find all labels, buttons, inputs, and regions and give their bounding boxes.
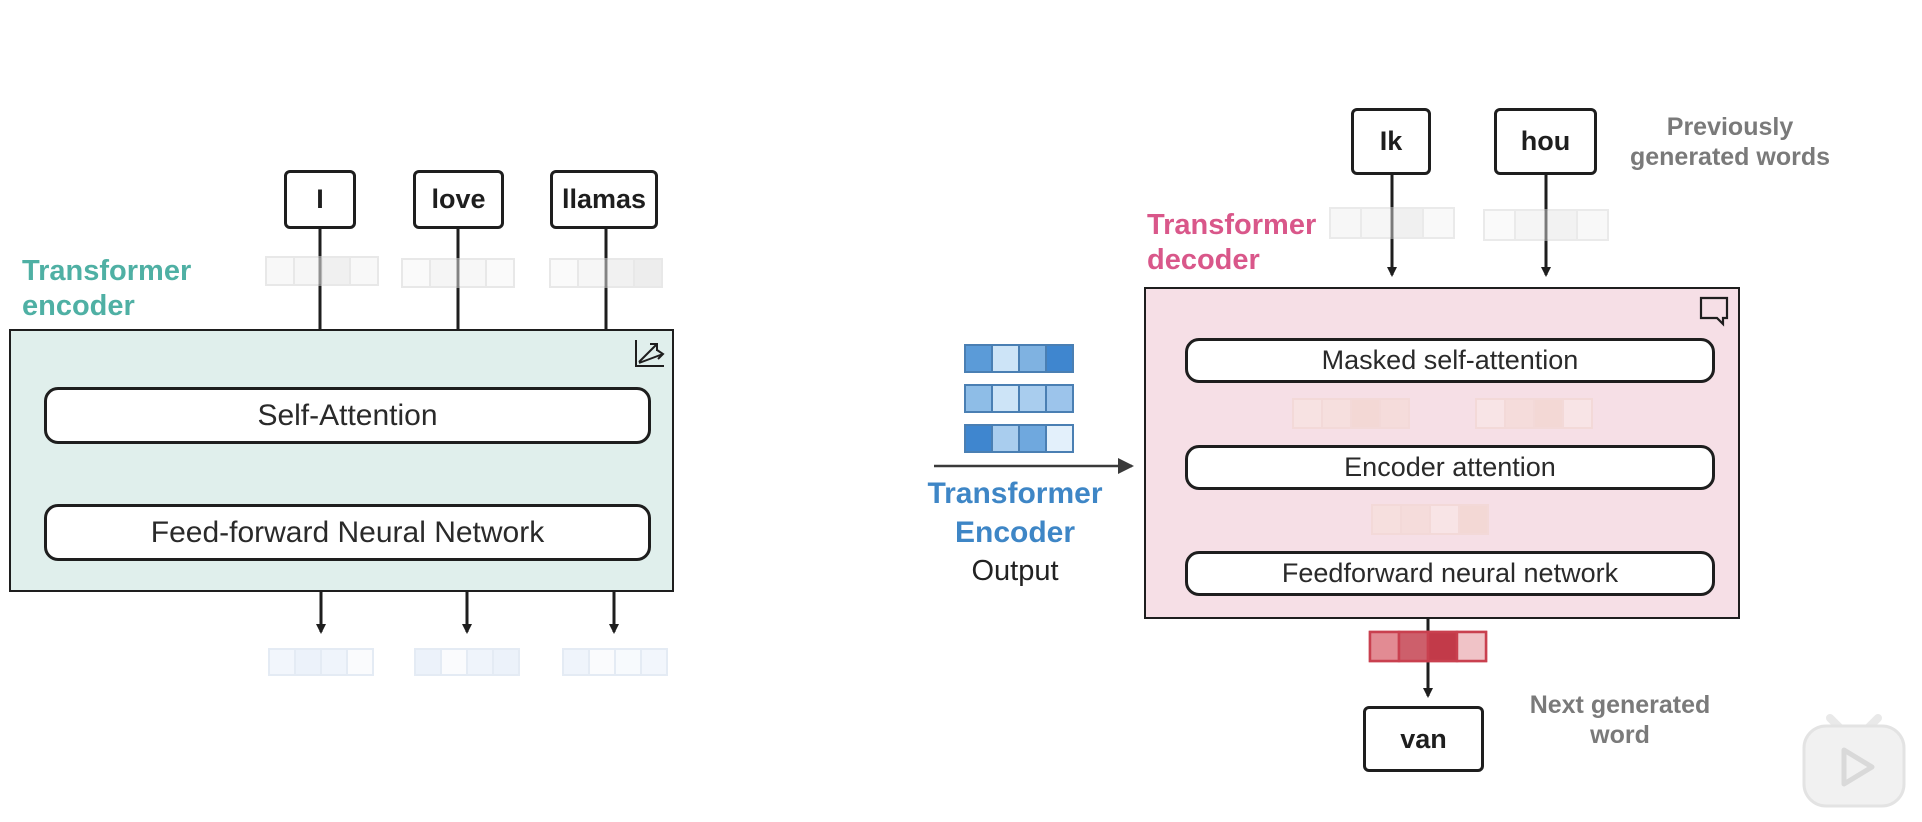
encoder-input-vectors	[265, 256, 663, 288]
decoder-output-vector	[1368, 630, 1488, 663]
encoder-input-word-2: love	[413, 170, 504, 229]
decoder-input-vectors	[1329, 207, 1609, 241]
next-word-note-text: Next generated word	[1529, 691, 1711, 749]
encoder-output-label-line1: Transformer	[927, 477, 1103, 510]
encoder-input-word-1: I	[284, 170, 356, 229]
feed-forward-layer: Feed-forward Neural Network	[44, 504, 651, 561]
previous-words-note: Previously generated words	[1610, 112, 1850, 172]
feedforward-neural-network-layer: Feedforward neural network	[1185, 551, 1715, 596]
decoder-title-text: Transformer decoder	[1147, 209, 1317, 276]
encoder-title: Transformer encoder	[22, 254, 262, 324]
encoder-title-text: Transformer encoder	[22, 255, 192, 322]
video-play-icon[interactable]	[1800, 710, 1908, 810]
previous-words-note-text: Previously generated words	[1629, 113, 1831, 171]
encoder-output-embeddings	[964, 344, 1074, 453]
encoder-attention-layer: Encoder attention	[1185, 445, 1715, 490]
decoder-title: Transformer decoder	[1147, 208, 1377, 278]
encoder-input-word-3: llamas	[550, 170, 658, 229]
encoder-output-label-line3: Output	[971, 555, 1059, 587]
encoder-output-vectors	[268, 648, 668, 676]
self-attention-layer: Self-Attention	[44, 387, 651, 444]
next-word-note: Next generated word	[1500, 690, 1740, 750]
decoder-input-word-2: hou	[1494, 108, 1597, 175]
decoder-input-word-1: Ik	[1351, 108, 1431, 175]
encoder-output-label-line2: Encoder	[954, 516, 1076, 549]
decoder-output-word: van	[1363, 706, 1484, 772]
scatter-plot-icon	[635, 340, 665, 367]
speech-bubble-icon	[1699, 296, 1729, 327]
masked-self-attention-layer: Masked self-attention	[1185, 338, 1715, 383]
